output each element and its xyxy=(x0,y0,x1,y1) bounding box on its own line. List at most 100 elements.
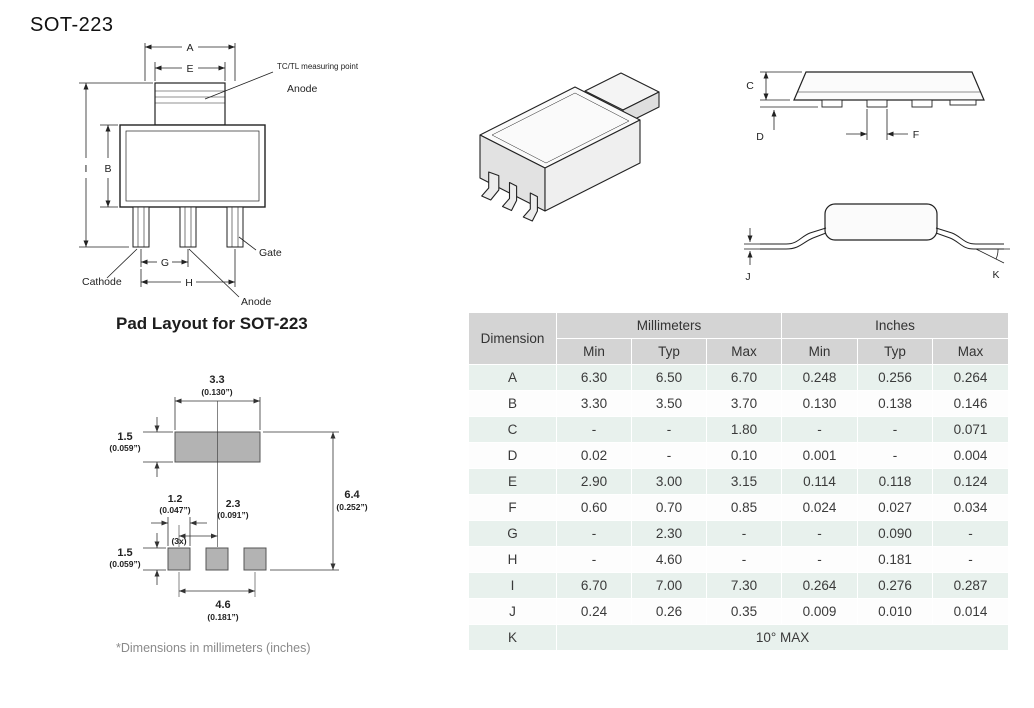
tab-width-in: (0.130”) xyxy=(201,387,232,397)
overall-height-mm: 6.4 xyxy=(344,489,360,501)
value-cell: 0.70 xyxy=(631,494,707,521)
tab-width-mm: 3.3 xyxy=(209,374,224,386)
value-cell: 0.276 xyxy=(857,572,934,599)
dim-f-label: F xyxy=(913,129,919,141)
dim-a-label: A xyxy=(186,42,193,54)
table-header-inches: Inches xyxy=(781,312,1010,339)
body-right-face xyxy=(544,119,641,212)
dim-g-label: G xyxy=(161,257,169,269)
value-cell: 0.114 xyxy=(781,468,859,495)
dim-d-label: D xyxy=(756,131,764,143)
value-cell: - xyxy=(556,546,632,573)
value-cell: - xyxy=(556,520,632,547)
pads xyxy=(167,431,267,571)
value-cell: 3.15 xyxy=(705,468,783,495)
iso-lead-2 xyxy=(501,181,518,212)
value-cell: 0.009 xyxy=(781,598,859,625)
table-row-G: G-2.30--0.090- xyxy=(468,520,1010,547)
value-cell: 0.010 xyxy=(857,598,934,625)
value-cell: 0.001 xyxy=(781,442,859,469)
value-cell: 0.071 xyxy=(932,416,1010,443)
dimension-cell: F xyxy=(468,494,557,521)
value-cell: 0.26 xyxy=(631,598,707,625)
value-cell: 0.264 xyxy=(781,572,859,599)
table-group-header-row: Dimension Millimeters Inches xyxy=(468,312,1010,365)
table-row-H: H-4.60--0.181- xyxy=(468,546,1010,573)
value-cell: - xyxy=(781,520,859,547)
value-cell: 0.124 xyxy=(932,468,1010,495)
value-cell: 0.248 xyxy=(781,364,859,391)
package-top-view: A E B I G H TC/TL measuring point Anode … xyxy=(79,42,359,308)
table-header-dimension: Dimension xyxy=(468,312,557,365)
dimension-cell: K xyxy=(468,624,557,651)
value-cell: 0.118 xyxy=(857,468,934,495)
side-view-labels: C D F J K xyxy=(745,80,999,283)
dim-e-label: E xyxy=(186,63,193,75)
package-view-labels: A E B I G H TC/TL measuring point Anode … xyxy=(82,42,359,308)
value-cell: 2.30 xyxy=(631,520,707,547)
value-cell: 0.256 xyxy=(857,364,934,391)
value-cell: 0.264 xyxy=(932,364,1010,391)
dim-k-label: K xyxy=(992,269,999,281)
package-side-views: C D F J K xyxy=(744,71,1010,283)
table-subheader-in-max: Max xyxy=(932,338,1010,365)
anode-bottom-label: Anode xyxy=(241,296,272,308)
value-cell: - xyxy=(932,520,1010,547)
pad-dim-labels: 3.3 (0.130”) 1.5 (0.059”) 1.2 (0.047”) 2… xyxy=(109,374,367,622)
isometric-package xyxy=(479,72,660,222)
value-cell: 0.004 xyxy=(932,442,1010,469)
lead-cathode xyxy=(132,206,150,248)
dim-b-label: B xyxy=(104,163,111,175)
table-row-C: C--1.80--0.071 xyxy=(468,416,1010,443)
value-cell: 3.50 xyxy=(631,390,707,417)
side-view-profile xyxy=(793,71,985,108)
value-cell: 0.85 xyxy=(705,494,783,521)
lead-gate xyxy=(226,206,244,248)
table-subheader-in-min: Min xyxy=(781,338,859,365)
cathode-label: Cathode xyxy=(82,276,122,288)
value-cell: 0.146 xyxy=(932,390,1010,417)
value-cell: 6.70 xyxy=(705,364,783,391)
value-cell: - xyxy=(705,546,783,573)
bent-lead-profile xyxy=(744,203,1010,265)
value-cell: - xyxy=(631,416,707,443)
value-cell: 0.130 xyxy=(781,390,859,417)
table-header-millimeters: Millimeters xyxy=(555,312,783,339)
anode-top-label: Anode xyxy=(287,83,318,95)
value-cell: 4.60 xyxy=(631,546,707,573)
pad-1 xyxy=(167,547,191,571)
pad-2 xyxy=(205,547,229,571)
dimension-lines xyxy=(79,43,274,298)
dimension-cell: G xyxy=(468,520,557,547)
value-cell: - xyxy=(631,442,707,469)
dim-c-label: C xyxy=(746,80,754,92)
gate-label: Gate xyxy=(259,247,282,259)
package-body xyxy=(119,124,266,208)
value-cell: - xyxy=(781,546,859,573)
value-cell: 0.138 xyxy=(857,390,934,417)
value-cell: 7.00 xyxy=(631,572,707,599)
pad-width-mm: 1.2 xyxy=(168,493,183,505)
iso-lead-3 xyxy=(522,192,538,222)
anode-tab xyxy=(154,82,226,126)
side-view-dims xyxy=(760,71,908,140)
value-cell: 0.287 xyxy=(932,572,1010,599)
dimension-cell: B xyxy=(468,390,557,417)
value-cell: 0.027 xyxy=(857,494,934,521)
pitch-mm: 2.3 xyxy=(226,498,241,510)
dimension-cell: A xyxy=(468,364,557,391)
value-cell: 7.30 xyxy=(705,572,783,599)
value-cell: 0.090 xyxy=(857,520,934,547)
value-cell: - xyxy=(857,442,934,469)
table-subheader-mm-min: Min xyxy=(556,338,632,365)
page-title: SOT-223 xyxy=(30,14,114,36)
dim-h-label: H xyxy=(185,277,193,289)
value-cell: - xyxy=(705,520,783,547)
value-cell-span: 10° MAX xyxy=(555,624,1010,651)
tab-height-in: (0.059”) xyxy=(109,443,140,453)
